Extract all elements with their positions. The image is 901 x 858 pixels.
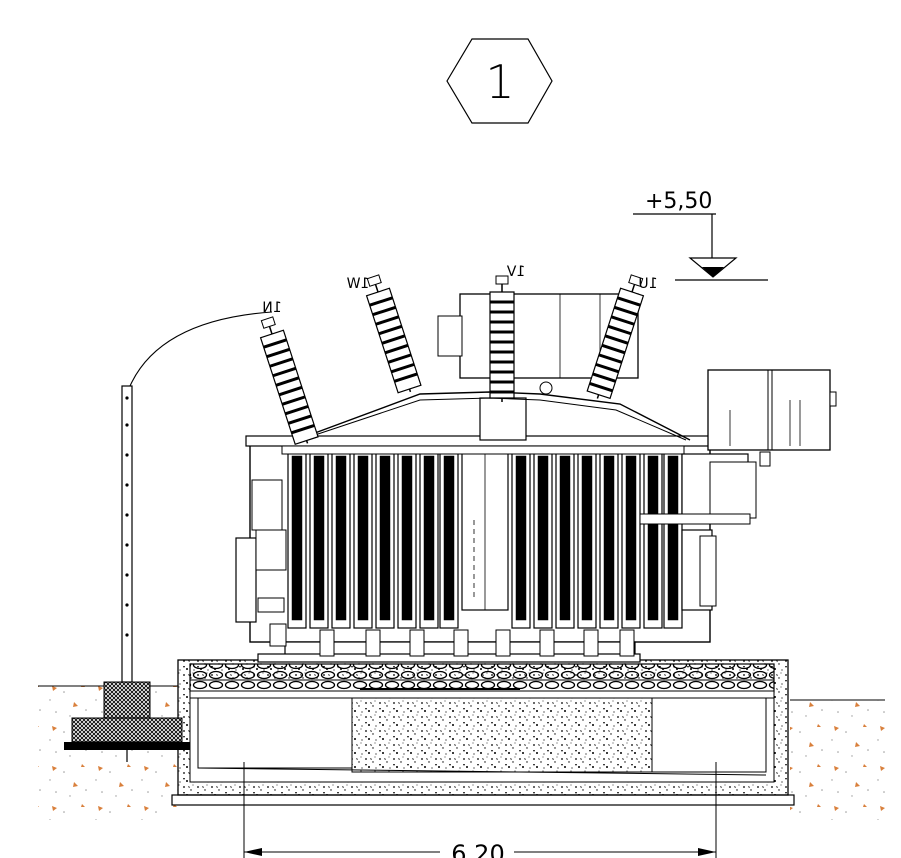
- bushing-label-1n: 1N: [262, 300, 281, 316]
- dimension-label: 6,20: [451, 840, 504, 858]
- bushing-1u: [586, 274, 645, 400]
- bushings: 1N 1W 1V 1U: [259, 264, 658, 445]
- bushing-label-1u: 1U: [638, 276, 657, 292]
- bushing-label-1v: 1V: [506, 264, 525, 280]
- bushing-label-1w: 1W: [346, 276, 369, 292]
- oil-pit-left: [197, 697, 353, 769]
- elevation-label: +5,50: [645, 189, 712, 214]
- elevation-mark: +5,50: [633, 189, 768, 281]
- dimension-line: 6,20: [243, 762, 717, 858]
- oil-pit-right: [651, 697, 767, 773]
- foundation-base: [171, 794, 795, 806]
- view-marker-hexagon: [446, 38, 553, 124]
- bushing-1v: [489, 275, 515, 402]
- bushing-1w: [365, 274, 422, 394]
- radiator-bank: [287, 447, 683, 629]
- concrete-block: [351, 697, 653, 773]
- control-cabinet: [707, 369, 831, 451]
- foundation: [171, 659, 795, 806]
- transformer: [235, 293, 837, 663]
- gravel-layer: [189, 663, 775, 693]
- view-marker-number: 1: [485, 55, 514, 109]
- view-marker: 1: [446, 38, 553, 124]
- bushing-1n: [259, 316, 319, 445]
- earthing-post: [64, 311, 273, 762]
